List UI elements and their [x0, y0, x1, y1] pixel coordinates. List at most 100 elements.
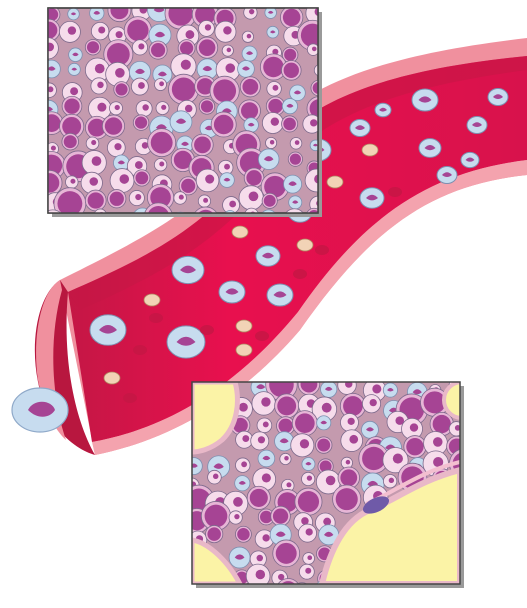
cell-nucleus: [305, 528, 313, 536]
cell-nucleus: [432, 414, 451, 434]
leukocyte-nucleus: [424, 144, 436, 151]
cell-nucleus: [369, 398, 377, 407]
cell-nucleus: [387, 387, 394, 392]
cell-nucleus: [292, 200, 299, 204]
marrow-panel-top: [47, 7, 322, 217]
cell-nucleus: [314, 174, 318, 184]
cell-nucleus: [372, 384, 382, 394]
cell-nucleus: [305, 567, 312, 574]
cell-nucleus: [305, 462, 312, 466]
cell-nucleus: [64, 98, 80, 114]
cell-nucleus: [171, 77, 196, 102]
cell-nucleus: [184, 104, 193, 113]
cell-nucleus: [115, 68, 125, 78]
cell-nucleus: [288, 181, 297, 186]
cell-nucleus: [135, 194, 142, 201]
cell-nucleus: [242, 66, 250, 71]
cell-nucleus: [110, 8, 129, 20]
red-blood-cell: [388, 187, 402, 197]
figure-caption-cut-off: [0, 590, 527, 608]
cell-nucleus: [309, 99, 318, 118]
cell-nucleus: [275, 531, 286, 537]
cell-nucleus: [262, 455, 271, 461]
red-blood-cell: [133, 345, 147, 355]
cell-nucleus: [289, 153, 301, 165]
cell-nucleus: [150, 131, 173, 154]
cell-nucleus: [212, 473, 219, 480]
cell-nucleus: [248, 191, 259, 202]
cell-nucleus: [142, 104, 149, 111]
cell-nucleus: [195, 8, 216, 25]
cell-nucleus: [299, 439, 310, 449]
cell-nucleus: [192, 463, 198, 468]
platelet: [235, 343, 253, 357]
cell-nucleus: [275, 542, 297, 564]
cell-nucleus: [279, 438, 289, 444]
cell-nucleus: [261, 473, 271, 483]
cell-nucleus: [320, 420, 328, 425]
cell-nucleus: [115, 31, 123, 39]
cell-nucleus: [202, 66, 213, 72]
cell-nucleus: [87, 192, 104, 209]
cell-nucleus: [423, 391, 446, 414]
cell-nucleus: [260, 510, 273, 524]
cell-nucleus: [454, 424, 460, 431]
cell-nucleus: [138, 82, 145, 89]
leukocyte-nucleus: [472, 122, 482, 127]
cell-nucleus: [249, 488, 268, 507]
cell-nucleus: [127, 19, 149, 42]
cell-nucleus: [157, 71, 167, 77]
fat-cell-top-left: [192, 382, 240, 455]
cell-nucleus: [324, 386, 333, 391]
vessel-shadow: [68, 56, 527, 310]
marrow-cell: [313, 64, 318, 77]
fat-cell-right-edge: [442, 382, 460, 420]
cell-nucleus: [272, 508, 289, 524]
cell-nucleus: [70, 178, 76, 184]
cell-nucleus: [307, 555, 313, 561]
cell-nucleus: [213, 79, 237, 103]
cell-nucleus: [294, 140, 300, 145]
cell-nucleus: [72, 52, 79, 57]
leukocyte-nucleus: [366, 194, 378, 201]
cell-nucleus: [340, 469, 358, 487]
cell-nucleus: [432, 437, 443, 447]
migrating-white-cell: [11, 387, 69, 433]
cell-nucleus: [283, 62, 299, 79]
cell-nucleus: [48, 86, 54, 93]
cell-nucleus: [196, 78, 214, 95]
cell-nucleus: [67, 26, 77, 35]
platelet: [231, 225, 249, 239]
cell-nucleus: [267, 10, 274, 14]
cell-nucleus: [48, 114, 61, 132]
leukocyte-nucleus: [180, 265, 196, 274]
red-blood-cell: [293, 269, 307, 279]
cell-nucleus: [203, 197, 209, 203]
cell-nucleus: [261, 397, 271, 407]
cell-nucleus: [224, 163, 230, 170]
cell-nucleus: [409, 423, 419, 432]
cell-nucleus: [205, 174, 215, 184]
red-blood-cell: [149, 313, 163, 323]
cell-nucleus: [204, 504, 228, 528]
cell-nucleus: [148, 206, 169, 213]
cell-nucleus: [134, 116, 148, 129]
cell-nucleus: [234, 513, 240, 520]
leukocyte-nucleus: [442, 172, 452, 177]
cell-nucleus: [237, 528, 250, 541]
cell-nucleus: [109, 191, 124, 206]
cell-nucleus: [345, 382, 353, 388]
white-cell: [261, 209, 276, 213]
cell-nucleus: [312, 143, 318, 147]
cell-nucleus: [180, 59, 191, 70]
cell-nucleus: [247, 122, 255, 127]
cell-nucleus: [134, 161, 143, 169]
cell-nucleus: [50, 145, 56, 151]
cell-nucleus: [317, 438, 331, 452]
cell-nucleus: [178, 194, 184, 200]
cell-nucleus: [362, 446, 386, 471]
red-blood-cell: [200, 325, 214, 335]
cell-nucleus: [314, 8, 318, 17]
cell-nucleus: [97, 102, 107, 112]
cell-nucleus: [366, 427, 374, 432]
